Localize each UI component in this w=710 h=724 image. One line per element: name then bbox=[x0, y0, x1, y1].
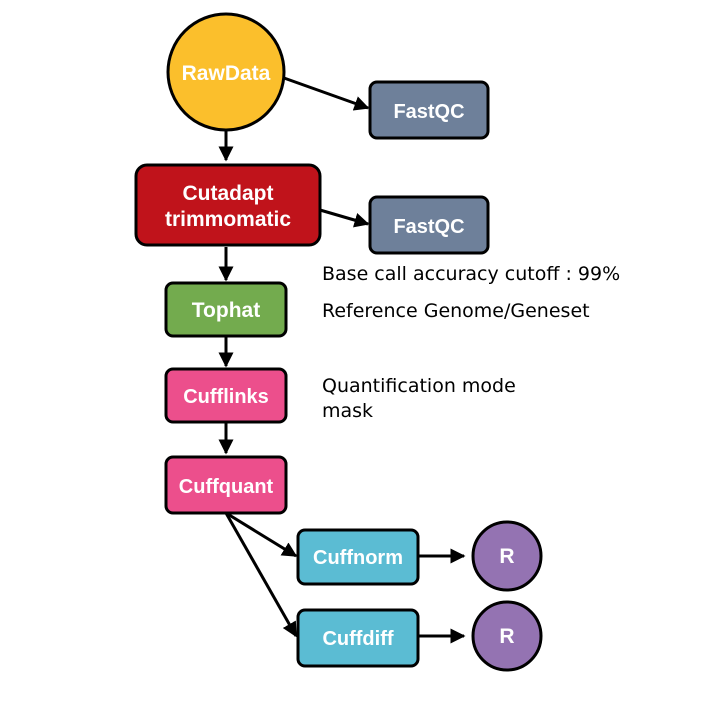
node-r-2: R bbox=[471, 600, 543, 672]
node-cuffnorm: Cuffnorm bbox=[296, 528, 420, 586]
arrow-rawdata-fastqc bbox=[269, 71, 370, 111]
node-fastqc-1-label: FastQC bbox=[393, 101, 464, 123]
node-tophat: Tophat bbox=[164, 281, 288, 338]
node-rawdata-label: RawData bbox=[182, 62, 271, 85]
node-r-2-label: R bbox=[499, 625, 514, 648]
note-reference: Reference Genome/Geneset bbox=[322, 300, 590, 322]
note-quantification-line1: Quantification mode bbox=[322, 375, 516, 397]
node-cuffdiff: Cuffdiff bbox=[296, 608, 420, 668]
node-cuffquant-label: Cuffquant bbox=[179, 476, 274, 498]
node-r-1: R bbox=[471, 520, 543, 592]
node-fastqc-1: FastQC bbox=[368, 80, 490, 140]
node-cuffquant: Cuffquant bbox=[164, 455, 288, 515]
node-tophat-label: Tophat bbox=[192, 299, 260, 322]
node-cufflinks-label: Cufflinks bbox=[183, 386, 269, 408]
node-fastqc-2: FastQC bbox=[368, 195, 490, 255]
node-cutadapt-label-line2: trimmomatic bbox=[165, 208, 291, 231]
arrow-cuffquant-cuffdiff bbox=[224, 512, 298, 638]
node-cufflinks: Cufflinks bbox=[164, 367, 288, 424]
arrow-cutadapt-fastqc bbox=[319, 208, 370, 228]
note-base-call: Base call accuracy cutoff : 99% bbox=[322, 263, 620, 285]
arrows bbox=[218, 71, 466, 644]
node-cutadapt-label-line1: Cutadapt bbox=[183, 182, 274, 205]
node-fastqc-2-label: FastQC bbox=[393, 216, 464, 238]
node-cutadapt: Cutadapt trimmomatic bbox=[134, 163, 322, 247]
node-cuffdiff-label: Cuffdiff bbox=[322, 628, 393, 650]
node-r-1-label: R bbox=[499, 545, 514, 568]
node-rawdata: RawData bbox=[166, 12, 286, 132]
node-cuffnorm-label: Cuffnorm bbox=[313, 547, 403, 569]
arrow-cuffquant-cuffnorm bbox=[225, 511, 298, 558]
note-quantification-line2: mask bbox=[322, 400, 373, 422]
